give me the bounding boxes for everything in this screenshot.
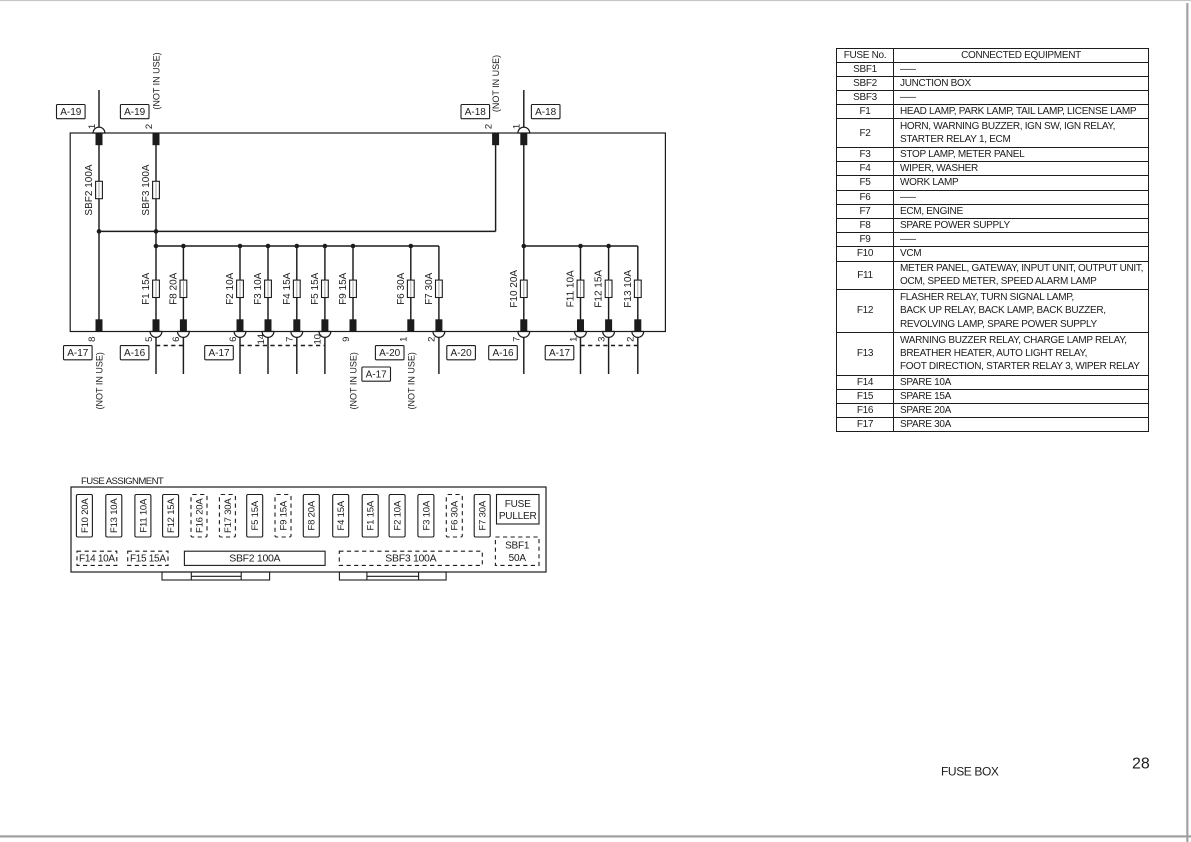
svg-text:F11 10A: F11 10A (138, 498, 149, 533)
svg-text:1: 1 (87, 124, 98, 129)
svg-text:8: 8 (87, 337, 98, 342)
svg-text:5: 5 (144, 337, 155, 342)
svg-text:7: 7 (512, 337, 523, 342)
svg-text:1: 1 (568, 337, 579, 342)
svg-text:A-20: A-20 (451, 348, 473, 359)
svg-text:SBF1: SBF1 (505, 541, 530, 552)
svg-text:F10 20A: F10 20A (80, 498, 91, 533)
svg-text:6: 6 (228, 337, 239, 342)
svg-text:2: 2 (626, 337, 637, 342)
svg-text:FUSE ASSIGNMENT: FUSE ASSIGNMENT (81, 476, 164, 487)
svg-text:(NOT IN USE): (NOT IN USE) (95, 352, 105, 409)
svg-text:3: 3 (596, 337, 607, 342)
svg-text:F3 10A: F3 10A (421, 500, 432, 530)
svg-text:14: 14 (256, 334, 267, 345)
svg-text:A-16: A-16 (492, 348, 514, 359)
svg-text:SBF3 100A: SBF3 100A (141, 164, 152, 215)
svg-text:A-17: A-17 (208, 348, 230, 359)
svg-text:F1 15A: F1 15A (366, 500, 377, 530)
svg-text:1: 1 (399, 337, 410, 342)
svg-text:F2 10A: F2 10A (393, 500, 404, 530)
svg-text:F15 15A: F15 15A (130, 554, 166, 565)
svg-text:SBF2 100A: SBF2 100A (84, 164, 95, 215)
svg-text:2: 2 (483, 124, 494, 129)
svg-text:F6 30A: F6 30A (396, 272, 407, 305)
svg-text:A-19: A-19 (124, 107, 146, 118)
svg-text:A-20: A-20 (379, 348, 401, 359)
svg-text:F12 15A: F12 15A (594, 270, 605, 308)
svg-text:F2 10A: F2 10A (225, 272, 236, 305)
svg-text:FUSE BOX: FUSE BOX (941, 765, 999, 779)
svg-text:F13 10A: F13 10A (623, 270, 634, 308)
svg-text:SBF3 100A: SBF3 100A (385, 553, 436, 565)
svg-text:F7 30A: F7 30A (424, 272, 435, 305)
svg-text:9: 9 (341, 337, 352, 342)
svg-text:A-16: A-16 (124, 348, 146, 359)
svg-text:A-17: A-17 (549, 348, 571, 359)
svg-text:F4 15A: F4 15A (282, 272, 293, 305)
svg-text:1: 1 (512, 124, 523, 129)
svg-text:2: 2 (427, 337, 438, 342)
svg-text:A-18: A-18 (465, 107, 487, 118)
svg-text:PULLER: PULLER (499, 511, 537, 522)
svg-text:F7 30A: F7 30A (478, 500, 489, 530)
svg-text:F16 20A: F16 20A (194, 498, 205, 533)
svg-text:FUSE: FUSE (505, 499, 531, 510)
svg-text:F4 15A: F4 15A (336, 500, 347, 530)
svg-text:A-18: A-18 (535, 107, 557, 118)
svg-text:2: 2 (144, 124, 155, 129)
svg-text:F11 10A: F11 10A (566, 270, 577, 307)
svg-text:F3 10A: F3 10A (253, 272, 264, 305)
svg-text:10: 10 (313, 334, 324, 345)
svg-text:(NOT IN USE): (NOT IN USE) (406, 352, 416, 409)
svg-text:A-17: A-17 (67, 348, 89, 359)
svg-text:A-19: A-19 (60, 107, 82, 118)
svg-text:6: 6 (171, 337, 182, 342)
svg-text:(NOT IN USE): (NOT IN USE) (491, 55, 501, 112)
svg-text:F14 10A: F14 10A (79, 554, 115, 565)
svg-text:F1 15A: F1 15A (141, 272, 152, 305)
svg-text:F10 20A: F10 20A (509, 270, 520, 308)
svg-text:F13 10A: F13 10A (109, 498, 120, 533)
svg-text:F9 15A: F9 15A (278, 500, 289, 530)
svg-text:F9 15A: F9 15A (338, 272, 349, 305)
svg-text:F8 20A: F8 20A (168, 272, 179, 305)
svg-text:A-17: A-17 (366, 369, 388, 380)
svg-text:50A: 50A (509, 553, 527, 564)
svg-text:SBF2 100A: SBF2 100A (229, 553, 280, 565)
svg-text:(NOT IN USE): (NOT IN USE) (152, 52, 162, 109)
svg-text:F12 15A: F12 15A (166, 498, 177, 533)
svg-text:F8 20A: F8 20A (307, 500, 318, 530)
svg-text:F17 30A: F17 30A (223, 498, 234, 533)
svg-text:7: 7 (285, 337, 296, 342)
svg-text:F6 30A: F6 30A (450, 500, 461, 530)
svg-text:F5 15A: F5 15A (310, 272, 321, 305)
svg-text:28: 28 (1132, 756, 1150, 773)
svg-text:F5 15A: F5 15A (250, 500, 261, 530)
svg-text:(NOT IN USE): (NOT IN USE) (349, 352, 359, 409)
